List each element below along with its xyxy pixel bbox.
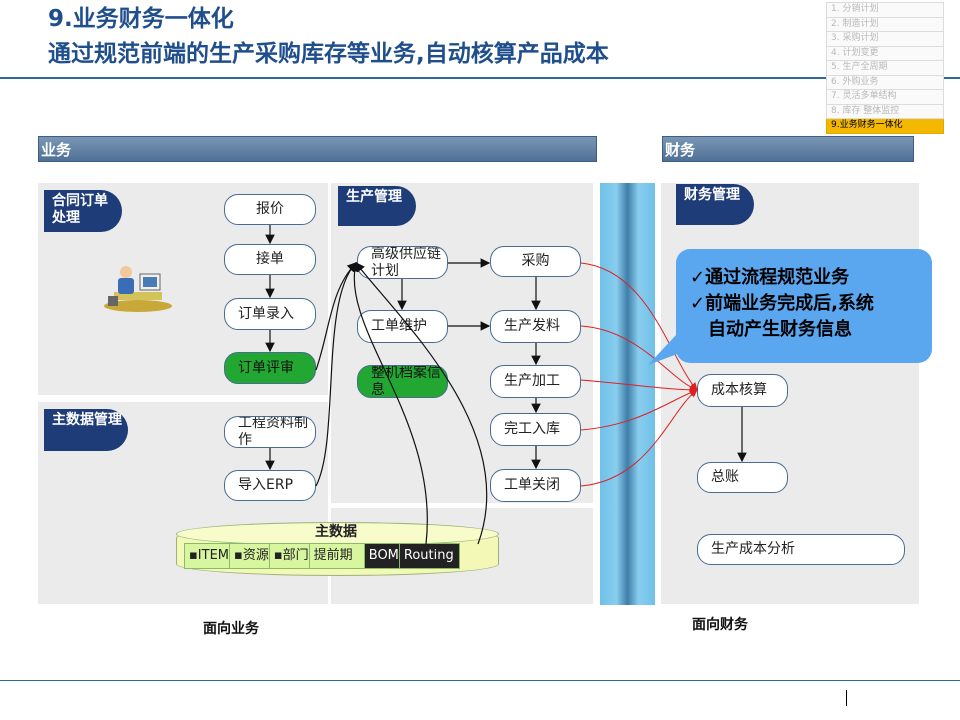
arrow-red — [580, 388, 698, 431]
node-general-ledger: 总账 — [697, 462, 788, 493]
business-bar: 业务 — [38, 136, 597, 162]
node-cost-analysis: 生产成本分析 — [697, 534, 905, 565]
footer-divider — [0, 680, 960, 681]
badge-production: 生产管理 — [338, 186, 416, 226]
master-data-cylinder-top — [176, 522, 499, 546]
node-completion: 完工入库 — [490, 413, 581, 446]
node-work-order-maint: 工单维护 — [357, 310, 448, 343]
md-routing: Routing — [398, 544, 459, 568]
node-import-erp: 导入ERP — [224, 470, 316, 501]
title-line-2: 通过规范前端的生产采购库存等业务,自动核算产品成本 — [48, 41, 609, 67]
production-panel — [331, 183, 593, 503]
node-supply-chain-plan: 高级供应链计划 — [357, 246, 448, 279]
office-worker-icon — [104, 266, 172, 312]
toc-nav: 1. 分销计划 2. 制造计划 3. 采购计划 4. 计划变更 5. 生产全周期… — [826, 2, 944, 134]
badge-master: 主数据管理 — [44, 409, 128, 451]
node-processing: 生产加工 — [490, 365, 581, 398]
md-lead-time: 提前期 — [308, 544, 364, 568]
md-item: ▪ITEM — [189, 548, 230, 563]
node-material-issue: 生产发料 — [490, 310, 581, 343]
callout-line: 自动产生财务信息 — [708, 319, 852, 340]
callout-box: ✓通过流程规范业务 ✓前端业务完成后,系统 自动产生财务信息 — [676, 249, 932, 363]
node-purchase: 采购 — [490, 246, 581, 277]
node-machine-archive: 整机档案信息 — [357, 365, 448, 398]
badge-order: 合同订单处理 — [44, 190, 122, 232]
integration-divider — [600, 183, 655, 605]
md-department: ▪部门 — [268, 544, 309, 568]
toc-item[interactable]: 3. 采购计划 — [826, 32, 944, 47]
title-divider — [0, 77, 960, 79]
master-data-title: 主数据 — [315, 524, 357, 540]
arrow-red — [580, 389, 698, 487]
toc-item[interactable]: 8. 库存 整体监控 — [826, 104, 944, 119]
arrow — [349, 261, 428, 545]
finance-bar: 财务 — [662, 136, 914, 162]
node-close-order: 工单关闭 — [490, 469, 581, 502]
toc-item[interactable]: 6. 外购业务 — [826, 75, 944, 90]
node-order-review: 订单评审 — [224, 352, 316, 384]
title-line-1: 9.业务财务一体化 — [48, 6, 234, 32]
caption-finance: 面向财务 — [692, 617, 748, 633]
md-resource: ▪资源 — [229, 544, 269, 568]
caption-business: 面向业务 — [203, 621, 259, 637]
arrow-red — [580, 379, 698, 394]
callout-line: ✓前端业务完成后,系统 — [690, 293, 874, 314]
badge-finance: 财务管理 — [676, 184, 754, 225]
callout-pointer — [648, 335, 688, 365]
md-bom: BOM — [363, 544, 399, 568]
arrow — [315, 262, 357, 487]
toc-item[interactable]: 2. 制造计划 — [826, 17, 944, 32]
footer-marker — [846, 690, 847, 706]
arrow-red — [580, 325, 698, 392]
toc-item-active[interactable]: 9.业务财务一体化 — [826, 119, 944, 134]
toc-item[interactable]: 7. 灵活多单结构 — [826, 90, 944, 105]
arrow — [355, 262, 488, 545]
node-accept-order: 接单 — [224, 244, 316, 275]
node-engineering-data: 工程资料制作 — [224, 416, 316, 448]
master-data-table: ▪ITEM ▪资源 ▪部门 提前期 BOM Routing — [184, 543, 460, 569]
node-order-entry: 订单录入 — [224, 298, 316, 330]
toc-item[interactable]: 1. 分销计划 — [826, 2, 944, 18]
arrow-red — [580, 262, 698, 391]
toc-item[interactable]: 4. 计划变更 — [826, 46, 944, 61]
callout-line: ✓通过流程规范业务 — [690, 267, 850, 288]
node-cost-accounting: 成本核算 — [697, 374, 788, 407]
node-quote: 报价 — [224, 194, 316, 225]
toc-item[interactable]: 5. 生产全周期 — [826, 61, 944, 76]
